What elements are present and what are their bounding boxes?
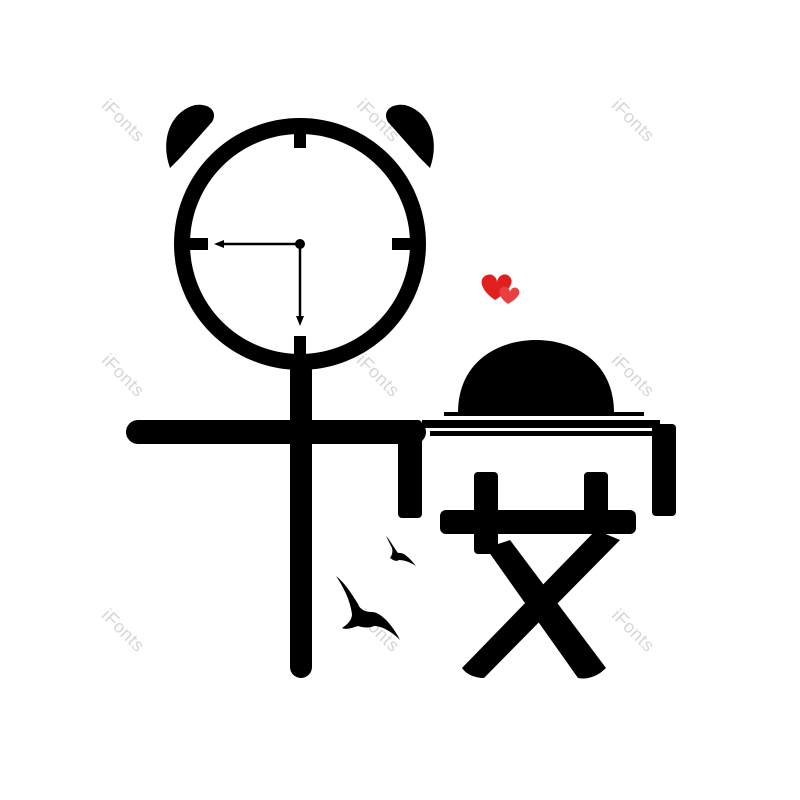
glyph-stroke — [652, 424, 676, 516]
alarm-bell-left-icon — [166, 104, 215, 168]
glyph-stroke — [422, 420, 660, 428]
glyph-stroke — [126, 420, 426, 444]
bird-icon — [336, 576, 400, 640]
glyph-nv — [440, 472, 636, 679]
alarm-clock-icon — [174, 118, 426, 370]
glyph-stroke — [290, 360, 312, 678]
glyph-stroke — [430, 431, 652, 436]
alarm-bell-right-icon — [385, 104, 434, 168]
glyph-stroke — [398, 420, 422, 518]
bird-icon — [386, 536, 416, 566]
glyph-zao — [126, 104, 434, 678]
sun-icon — [458, 340, 614, 413]
heart-icon — [481, 274, 520, 304]
glyph-an — [398, 340, 676, 679]
horizon-line — [444, 412, 644, 416]
